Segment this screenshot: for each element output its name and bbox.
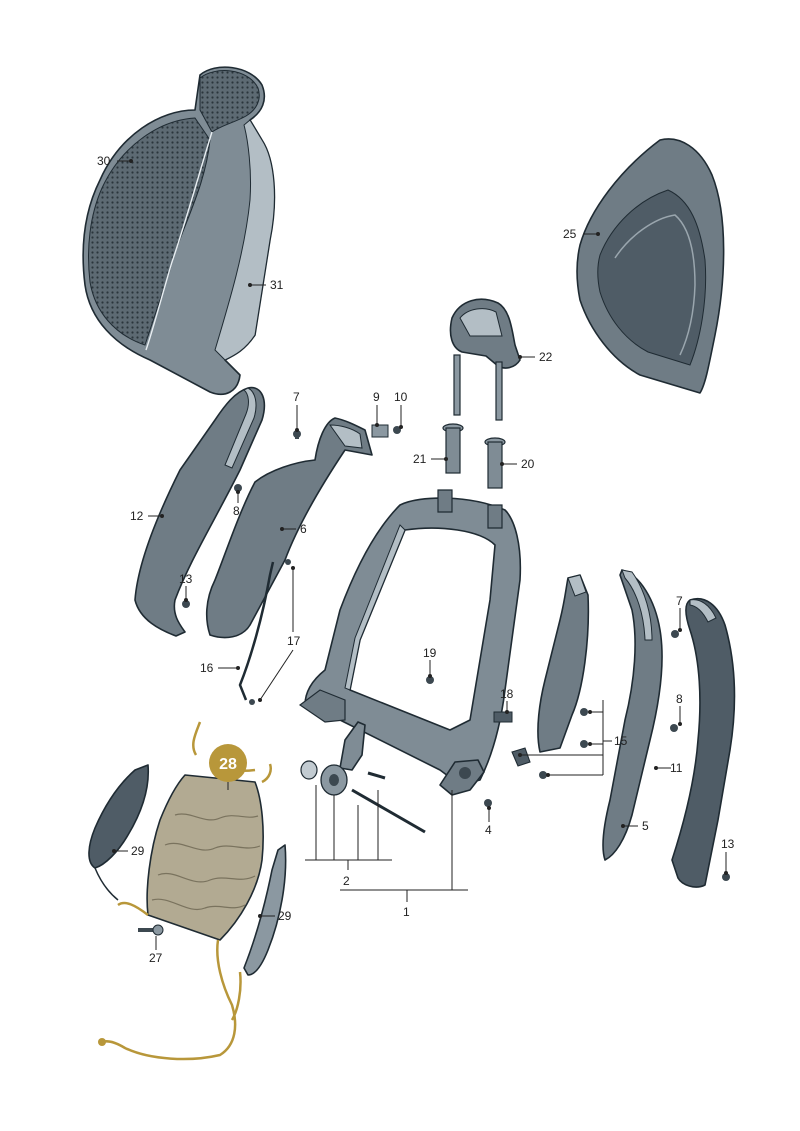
part-labels: 30 31 25 22 7 9 10 21 20 12 8 6 13 17 16… <box>97 154 735 965</box>
backrest-cover <box>82 66 276 396</box>
headrest <box>449 298 521 421</box>
side-panel-center <box>511 574 590 767</box>
mat-wave-4 <box>151 898 246 911</box>
frame-mount-top-left <box>437 489 453 513</box>
frame-lower-bracket <box>298 689 346 723</box>
label-13-right: 13 <box>721 837 735 851</box>
label-19: 19 <box>423 646 437 660</box>
side-airbag-right <box>243 844 287 976</box>
rear-panel-inner <box>597 189 707 366</box>
screw-7-top <box>293 430 301 439</box>
screw-27 <box>138 924 164 936</box>
label-12: 12 <box>130 509 144 523</box>
label-13-left: 13 <box>179 572 193 586</box>
recliner-parts <box>300 721 426 834</box>
label-11: 11 <box>670 761 683 775</box>
label-9: 9 <box>373 390 380 404</box>
label-2: 2 <box>343 874 350 888</box>
frame-mount-top-right <box>487 504 503 529</box>
screw-7-right <box>671 630 679 638</box>
screw-8-left <box>234 484 242 492</box>
screw-15-b <box>580 740 588 748</box>
label-27: 27 <box>149 951 163 965</box>
cover-headrest-section <box>199 70 260 133</box>
mat-wave-2 <box>164 842 261 851</box>
leader-lines <box>112 159 728 950</box>
svg-text:28: 28 <box>219 756 237 773</box>
label-17: 17 <box>287 634 301 648</box>
screw-10 <box>393 426 401 434</box>
mat-harness <box>101 901 237 1061</box>
label-8-left: 8 <box>233 504 240 518</box>
panel-bracket <box>511 747 531 767</box>
screw-4 <box>484 799 492 807</box>
label-4: 4 <box>485 823 492 837</box>
side-airbag-left <box>88 764 150 901</box>
screw-13-left <box>182 600 190 608</box>
headrest-guide-left <box>442 423 464 474</box>
screw-13-right <box>722 873 730 881</box>
side-trim-right-outer <box>671 598 736 888</box>
label-31: 31 <box>270 278 284 292</box>
label-8-right: 8 <box>676 692 683 706</box>
side-trim-left-inner <box>205 417 373 639</box>
label-7-right: 7 <box>676 594 683 608</box>
label-22: 22 <box>539 350 553 364</box>
cover-seam <box>145 131 213 351</box>
screw-8-right <box>670 724 678 732</box>
backrest-frame <box>298 489 522 786</box>
label-29-left: 29 <box>131 844 145 858</box>
screw-15-c <box>539 771 547 779</box>
label-30: 30 <box>97 154 111 168</box>
clip-18 <box>493 711 513 723</box>
label-20: 20 <box>521 457 535 471</box>
screw-15-a <box>580 708 588 716</box>
label-7-top: 7 <box>293 390 300 404</box>
label-10: 10 <box>394 390 408 404</box>
screw-19 <box>426 676 434 684</box>
label-6: 6 <box>300 522 307 536</box>
label-5: 5 <box>642 819 649 833</box>
label-1: 1 <box>403 905 410 919</box>
part-28-badge: 28 <box>209 744 247 782</box>
label-16: 16 <box>200 661 214 675</box>
clip-9 <box>371 424 389 438</box>
mat-wave-3 <box>157 872 256 883</box>
label-25: 25 <box>563 227 577 241</box>
label-29-right: 29 <box>278 909 292 923</box>
side-trim-right-inner <box>602 569 663 861</box>
rear-panel-rim <box>614 214 696 356</box>
fasteners <box>138 424 730 936</box>
mat-wave-1 <box>174 813 259 821</box>
cover-side-bolster <box>214 119 275 361</box>
label-21: 21 <box>413 452 427 466</box>
label-15: 15 <box>614 734 628 748</box>
side-trim-left-outer <box>134 386 266 637</box>
seat-occupant-mat <box>98 721 272 1061</box>
label-18: 18 <box>500 687 514 701</box>
cable-rod <box>238 559 291 705</box>
backrest-rear-panel <box>576 138 725 394</box>
